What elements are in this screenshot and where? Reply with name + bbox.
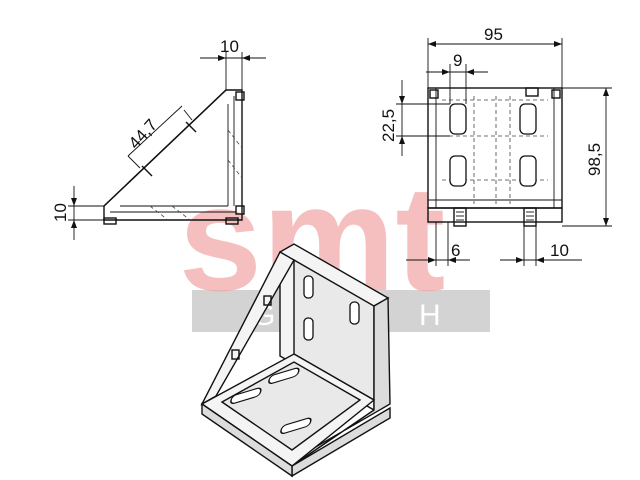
front-dim-bottom-left: 6 <box>451 241 460 260</box>
front-slot <box>519 155 537 187</box>
side-dim-top: 10 <box>220 37 239 56</box>
iso-slot <box>349 301 360 325</box>
front-slot <box>449 103 467 135</box>
front-dim-slot-width: 9 <box>453 51 462 70</box>
front-dim-overall-height: 98,5 <box>585 143 604 176</box>
front-slot <box>449 155 467 187</box>
iso-slot <box>303 317 314 341</box>
iso-slot <box>230 387 262 404</box>
iso-slot <box>268 367 300 384</box>
isometric-view <box>200 243 391 478</box>
front-slot <box>519 103 537 135</box>
iso-slot <box>280 417 312 434</box>
front-view: 95 9 22,5 98,5 6 10 <box>379 25 612 266</box>
front-dim-bottom-right: 10 <box>550 241 569 260</box>
iso-slot <box>303 275 314 299</box>
side-dim-left: 10 <box>51 203 70 222</box>
front-view-outline <box>427 87 563 209</box>
side-dim-diagonal: 44,7 <box>125 115 161 152</box>
front-dim-overall-width: 95 <box>484 25 503 44</box>
front-dim-slot-spacing: 22,5 <box>379 109 398 142</box>
